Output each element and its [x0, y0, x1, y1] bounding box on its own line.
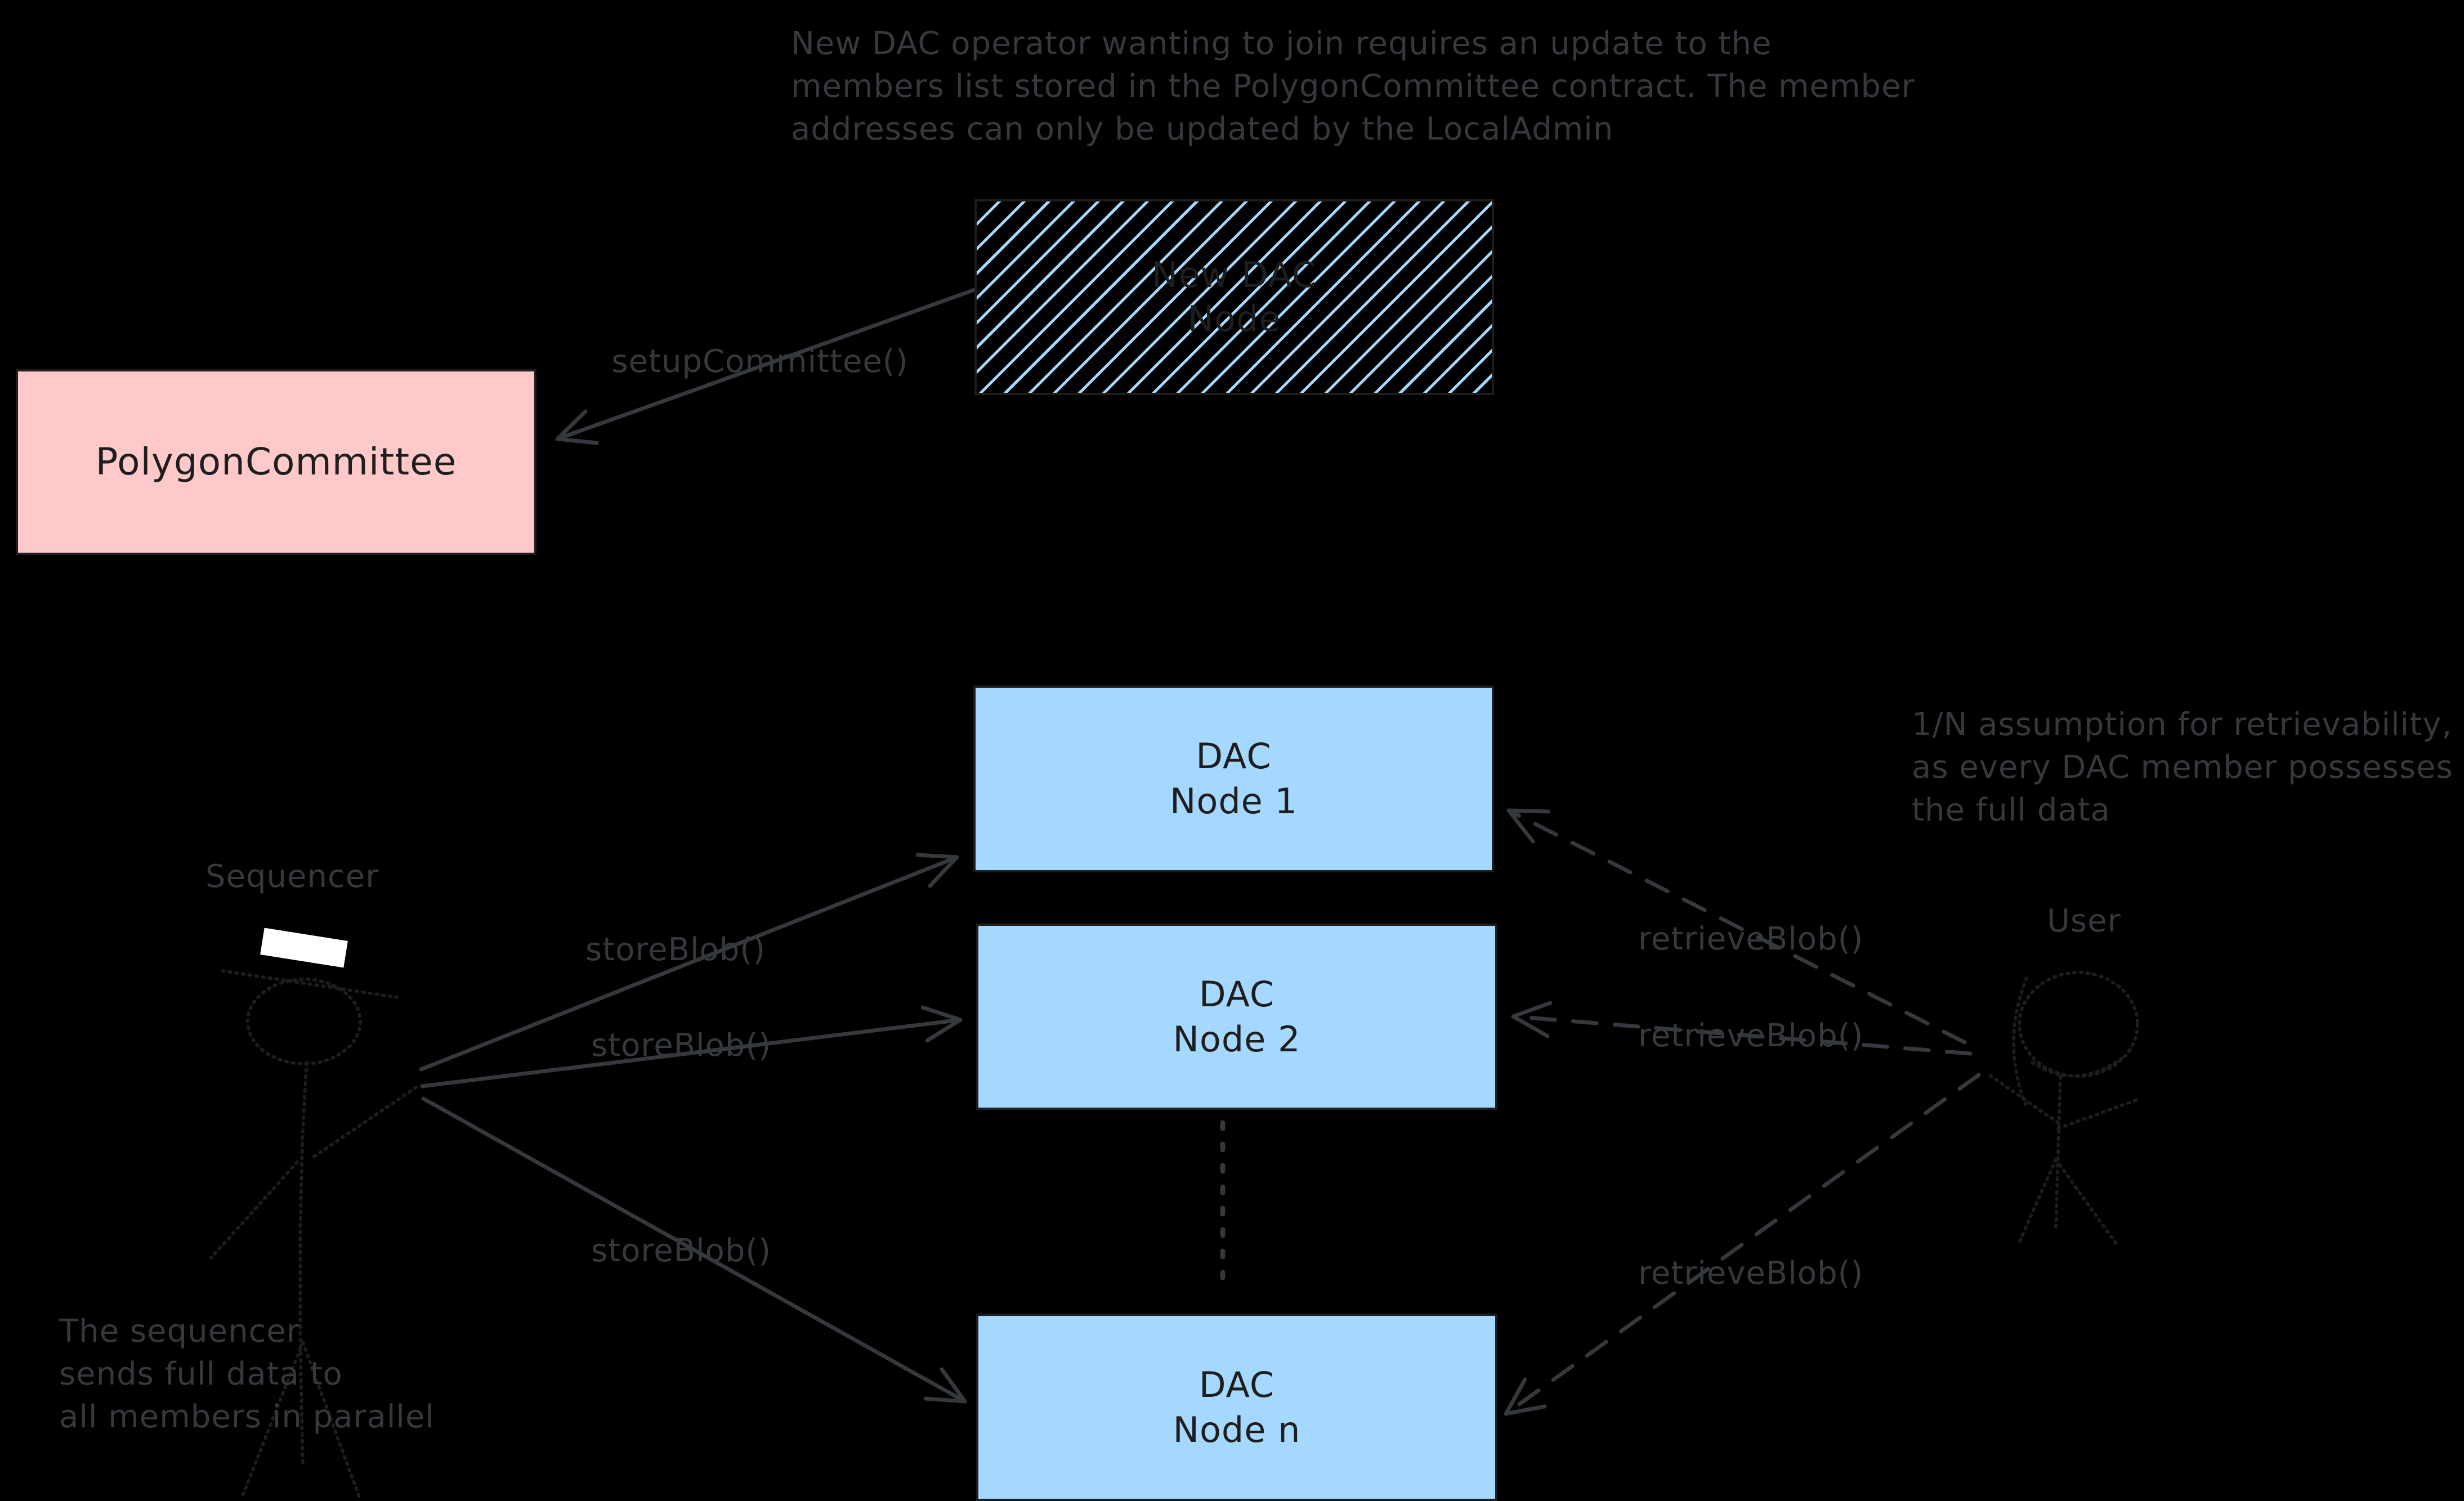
arrowhead — [1511, 1001, 1553, 1038]
setup-committee-arrow — [555, 288, 977, 445]
polygon-committee-box: PolygonCommittee — [16, 369, 536, 555]
dac-node-2-box: DAC Node 2 — [976, 924, 1497, 1110]
note-line: New DAC operator wanting to join require… — [791, 25, 1772, 62]
store-blob-arrow-node1 — [419, 853, 959, 1072]
arrowhead — [1504, 1377, 1547, 1416]
store-blob-label-1: storeBlob() — [585, 931, 766, 968]
arrowhead — [915, 853, 959, 888]
arrowhead — [920, 1005, 963, 1043]
user-body — [2054, 1075, 2062, 1229]
retrieve-blob-arrow-node2 — [1511, 1001, 1973, 1056]
note-line: The sequencer — [59, 1313, 300, 1350]
dac-node-1-box: DAC Node 1 — [973, 685, 1494, 872]
retrieve-blob-label-3: retrieveBlob() — [1638, 1255, 1864, 1292]
note-line: addresses can only be updated by the Loc… — [791, 111, 1614, 147]
retrieve-blob-label-1: retrieveBlob() — [1638, 921, 1864, 957]
store-blob-arrow-noden — [421, 1096, 967, 1404]
sequencer-leg-right — [301, 1341, 362, 1501]
box-label-line: DAC — [1199, 1364, 1275, 1405]
arrowhead — [555, 409, 599, 445]
new-operator-note: New DAC operator wanting to join require… — [791, 23, 1915, 151]
new-dac-node-box: New DAC Node — [974, 199, 1494, 395]
arrowhead — [1506, 808, 1550, 844]
user-hair — [2012, 976, 2028, 1106]
sequencer-hat-icon — [260, 928, 348, 968]
setup-committee-label: setupCommittee() — [611, 343, 909, 380]
retrieve-blob-label-2: retrieveBlob() — [1638, 1018, 1864, 1054]
box-label-line: Node n — [1173, 1409, 1301, 1450]
box-label-line: Node 1 — [1170, 781, 1298, 822]
user-face-line — [2031, 1055, 2125, 1078]
arrowhead — [923, 1367, 967, 1404]
box-label-line: DAC — [1199, 973, 1275, 1015]
note-line: 1/N assumption for retrievability, — [1912, 706, 2453, 743]
parallel-send-note: The sequencer sends full data to all mem… — [59, 1310, 435, 1439]
user-leg-right — [2054, 1158, 2119, 1248]
retrieve-blob-arrow-noden — [1504, 1073, 1981, 1416]
box-label-line: Node 2 — [1173, 1018, 1301, 1060]
note-line: sends full data to — [59, 1356, 343, 1392]
sequencer-arm-right — [312, 1083, 421, 1158]
box-label-line: DAC — [1196, 736, 1272, 777]
note-line: members list stored in the PolygonCommit… — [791, 68, 1915, 105]
box-label-line: Node — [1187, 298, 1281, 339]
sequencer-arm-left — [209, 1161, 299, 1260]
sequencer-label: Sequencer — [205, 858, 379, 895]
note-line: all members in parallel — [59, 1399, 435, 1435]
box-label-line: New DAC — [1151, 254, 1317, 295]
sequencer-body — [298, 1061, 308, 1465]
user-arm-right — [2056, 1097, 2142, 1130]
store-blob-arrow-node2 — [420, 1005, 963, 1088]
note-line: as every DAC member possesses — [1912, 749, 2453, 786]
retrieve-blob-arrow-node1 — [1506, 808, 1967, 1045]
retrievability-note: 1/N assumption for retrievability, as ev… — [1912, 704, 2453, 832]
sequencer-leg-left — [242, 1341, 305, 1496]
store-blob-label-2: storeBlob() — [591, 1027, 772, 1064]
box-label-line: PolygonCommittee — [95, 440, 457, 483]
sequencer-figure-icon — [209, 928, 421, 1501]
sequencer-head — [246, 978, 362, 1065]
dac-node-n-box: DAC Node n — [976, 1314, 1497, 1501]
user-leg-left — [2016, 1158, 2058, 1247]
sequencer-hat-brim — [221, 969, 399, 999]
user-label: User — [2047, 903, 2121, 939]
user-figure-icon — [1984, 971, 2142, 1248]
store-blob-label-3: storeBlob() — [591, 1233, 772, 1269]
note-line: the full data — [1912, 792, 2110, 828]
user-arm-left — [1984, 1071, 2060, 1124]
